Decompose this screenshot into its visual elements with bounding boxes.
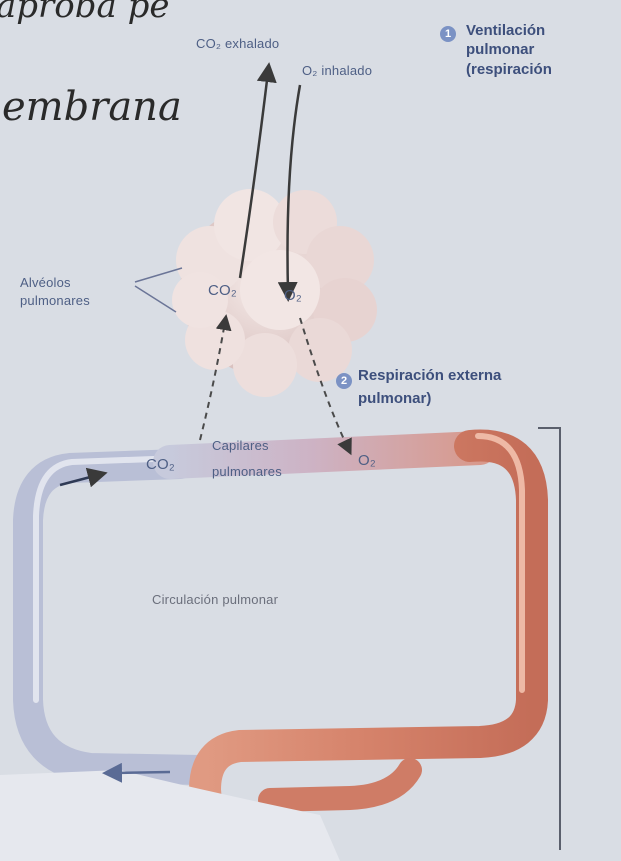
pulmonary-circulation-label: Circulación pulmonar — [152, 592, 278, 607]
step-2-line-1: Respiración externa — [358, 367, 501, 384]
step-2-line-2: pulmonar) — [358, 390, 431, 407]
flow-arrow-bottom — [112, 772, 170, 773]
o2-inhaled-label: O₂ inhalado — [302, 63, 372, 78]
step-2-number-badge: 2 — [336, 373, 352, 389]
o2-capillary-label: O₂ — [358, 452, 376, 469]
co2-capillary-label: CO₂ — [146, 456, 175, 473]
venous-vessel-highlight — [36, 458, 180, 700]
co2-exhaled-label: CO₂ exhalado — [196, 36, 279, 51]
alveoli-label-line-1: Alvéolos — [20, 275, 71, 290]
capillary-label-line-2: pulmonares — [212, 464, 282, 479]
alveoli-cluster — [172, 189, 377, 397]
step-1-line-1: Ventilación — [466, 22, 545, 39]
alveoli-pointer-2 — [135, 286, 176, 312]
capillary-label-line-1: Capilares — [212, 438, 269, 453]
bottom-page-edge — [0, 770, 340, 861]
o2-alveoli-label: O₂ — [284, 287, 302, 304]
venous-vessel — [28, 464, 200, 770]
step-1-line-3: (respiración — [466, 61, 552, 78]
step-1-line-2: pulmonar — [466, 41, 534, 58]
alveoli-pointer-1 — [135, 268, 182, 282]
step-1-number-badge: 1 — [440, 26, 456, 42]
co2-alveoli-label: CO₂ — [208, 282, 237, 299]
arterial-branch — [270, 770, 410, 800]
alveoli-label-line-2: pulmonares — [20, 293, 90, 308]
